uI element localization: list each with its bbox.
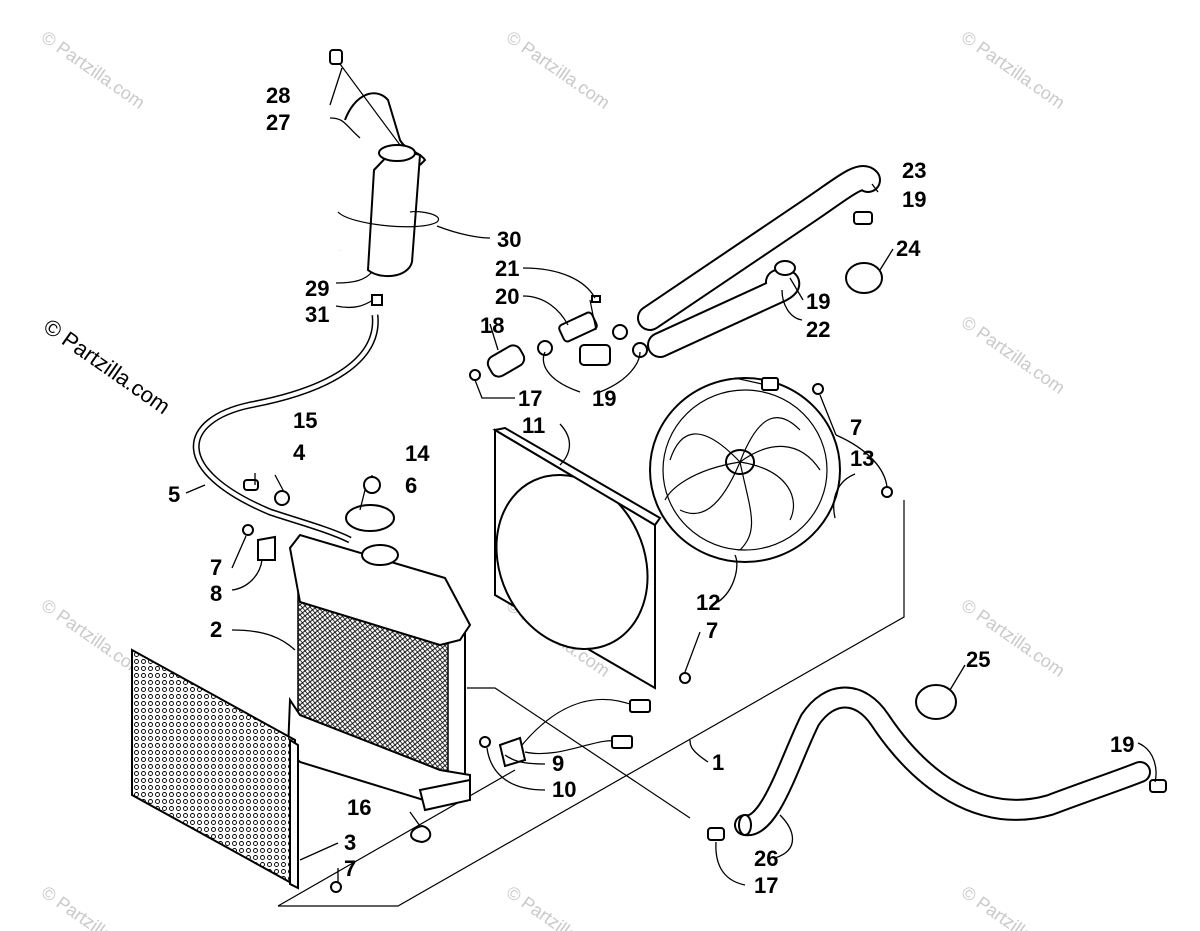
callout-19: 19 [902, 187, 926, 212]
callout-2: 2 [210, 617, 222, 642]
callout-19: 19 [806, 289, 830, 314]
callout-17: 17 [518, 386, 542, 411]
callout-13: 13 [850, 446, 874, 471]
callout-22: 22 [806, 317, 830, 342]
drain-plug [363, 476, 381, 494]
callout-4: 4 [293, 440, 306, 465]
assembly-outline [467, 687, 691, 819]
callout-23: 23 [902, 158, 926, 183]
callouts: 28 27 30 29 31 21 20 18 17 19 23 19 24 1… [168, 83, 1134, 898]
thermostat-housing [469, 295, 648, 381]
watermark: © Partzilla.com [958, 27, 1069, 113]
callout-26: 26 [754, 846, 778, 871]
radiator-screen [131, 648, 342, 893]
callout-10: 10 [552, 777, 576, 802]
radiator [242, 476, 472, 844]
callout-30: 30 [497, 227, 521, 252]
callout-12: 12 [696, 590, 720, 615]
assembly-outline [277, 769, 516, 907]
callout-16: 16 [347, 795, 371, 820]
callout-29: 29 [305, 276, 329, 301]
watermark-main: © Partzilla.com [39, 314, 175, 420]
grommet [410, 824, 432, 844]
watermark: © Partzilla.com [503, 27, 614, 113]
callout-19: 19 [1110, 732, 1134, 757]
callout-20: 20 [495, 284, 519, 309]
callout-1: 1 [712, 750, 724, 775]
callout-7: 7 [210, 555, 222, 580]
radiator-cap [345, 504, 395, 532]
callout-25: 25 [966, 647, 990, 672]
hose-clamps [774, 211, 1167, 793]
leader-lines [185, 67, 1157, 886]
reservoir-cap [329, 49, 343, 65]
electric-fan [649, 377, 893, 563]
callout-7: 7 [706, 618, 718, 643]
callout-3: 3 [344, 830, 356, 855]
fan-shroud [492, 426, 691, 690]
callout-11: 11 [522, 413, 545, 438]
assembly-outline [278, 500, 905, 907]
callout-28: 28 [266, 83, 290, 108]
callout-31: 31 [305, 302, 329, 327]
callout-7: 7 [850, 415, 862, 440]
callout-19: 19 [592, 386, 616, 411]
temperature-sensor [479, 698, 651, 768]
watermark: © Partzilla.com [503, 882, 614, 931]
callout-5: 5 [168, 482, 180, 507]
callout-15: 15 [293, 408, 317, 433]
callout-17: 17 [754, 873, 778, 898]
radiator-neck [361, 544, 399, 566]
watermark: © Partzilla.com [38, 882, 149, 931]
callout-7: 7 [344, 856, 356, 881]
lower-hose [707, 686, 1151, 841]
callout-14: 14 [405, 441, 430, 466]
callout-21: 21 [495, 256, 519, 281]
watermark: © Partzilla.com [958, 882, 1069, 931]
overflow-hose [192, 314, 379, 544]
watermark: © Partzilla.com [38, 27, 149, 113]
coolant-reservoir [329, 49, 440, 306]
callout-18: 18 [480, 313, 504, 338]
callout-8: 8 [210, 581, 222, 606]
callout-27: 27 [266, 110, 290, 135]
upper-hoses [637, 165, 881, 358]
callout-9: 9 [552, 751, 564, 776]
callout-24: 24 [896, 236, 921, 261]
callout-6: 6 [405, 473, 417, 498]
watermark: © Partzilla.com [958, 312, 1069, 398]
